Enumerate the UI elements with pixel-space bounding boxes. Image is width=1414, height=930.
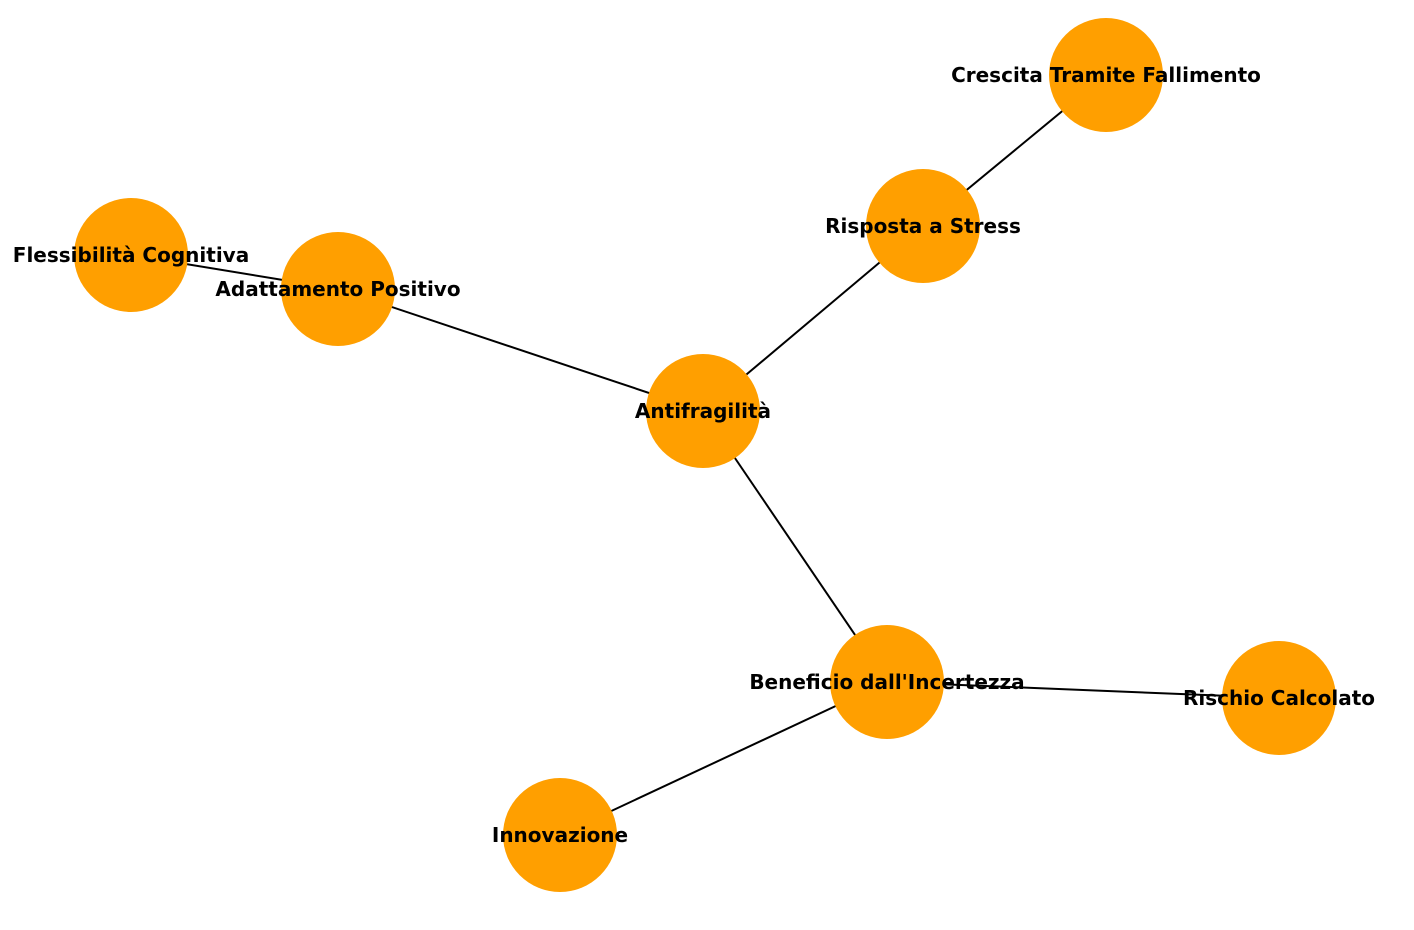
node-label-flessibilita: Flessibilità Cognitiva xyxy=(13,243,249,267)
node-crescita xyxy=(1049,18,1163,132)
node-label-innovazione: Innovazione xyxy=(492,823,628,847)
edge-antifragilita-adattamento xyxy=(337,288,704,412)
node-antifragilita xyxy=(646,354,760,468)
node-beneficio xyxy=(830,625,944,739)
node-label-crescita: Crescita Tramite Fallimento xyxy=(951,63,1261,87)
node-label-risposta: Risposta a Stress xyxy=(825,214,1021,238)
node-label-antifragilita: Antifragilità xyxy=(635,399,771,423)
node-risposta xyxy=(866,169,980,283)
edge-beneficio-rischio xyxy=(886,681,1280,699)
node-label-beneficio: Beneficio dall'Incertezza xyxy=(749,670,1024,694)
edge-beneficio-innovazione xyxy=(559,681,888,836)
node-flessibilita xyxy=(74,198,188,312)
node-label-rischio: Rischio Calcolato xyxy=(1183,686,1375,710)
node-innovazione xyxy=(503,778,617,892)
node-label-adattamento: Adattamento Positivo xyxy=(215,277,460,301)
node-adattamento xyxy=(281,232,395,346)
node-rischio xyxy=(1222,641,1336,755)
nodes-layer: Antifragilità Adattamento Positivo Flessib… xyxy=(13,18,1375,892)
